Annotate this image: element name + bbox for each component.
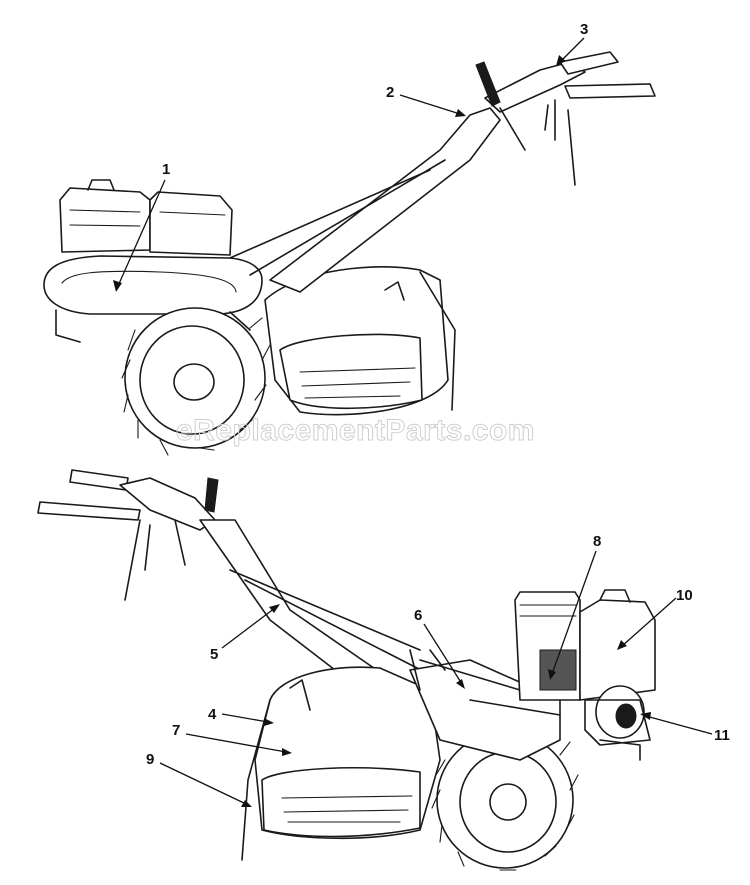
callout-1: 1 [162, 161, 170, 178]
callout-2: 2 [386, 84, 394, 101]
callout-8: 8 [593, 533, 601, 550]
tiller-bottom-illustration [37, 469, 656, 871]
callout-9: 9 [146, 751, 154, 768]
callouts: 1 2 3 4 5 6 7 8 9 10 [113, 21, 730, 807]
callout-3: 3 [580, 21, 588, 38]
watermark-text: eReplacementParts.com [176, 414, 535, 447]
callout-6: 6 [414, 607, 422, 624]
callout-4: 4 [208, 706, 217, 723]
callout-7: 7 [172, 722, 180, 739]
tiller-top-illustration [43, 51, 656, 456]
callout-11: 11 [714, 727, 730, 744]
callout-5: 5 [210, 646, 218, 663]
callout-10: 10 [676, 587, 693, 604]
